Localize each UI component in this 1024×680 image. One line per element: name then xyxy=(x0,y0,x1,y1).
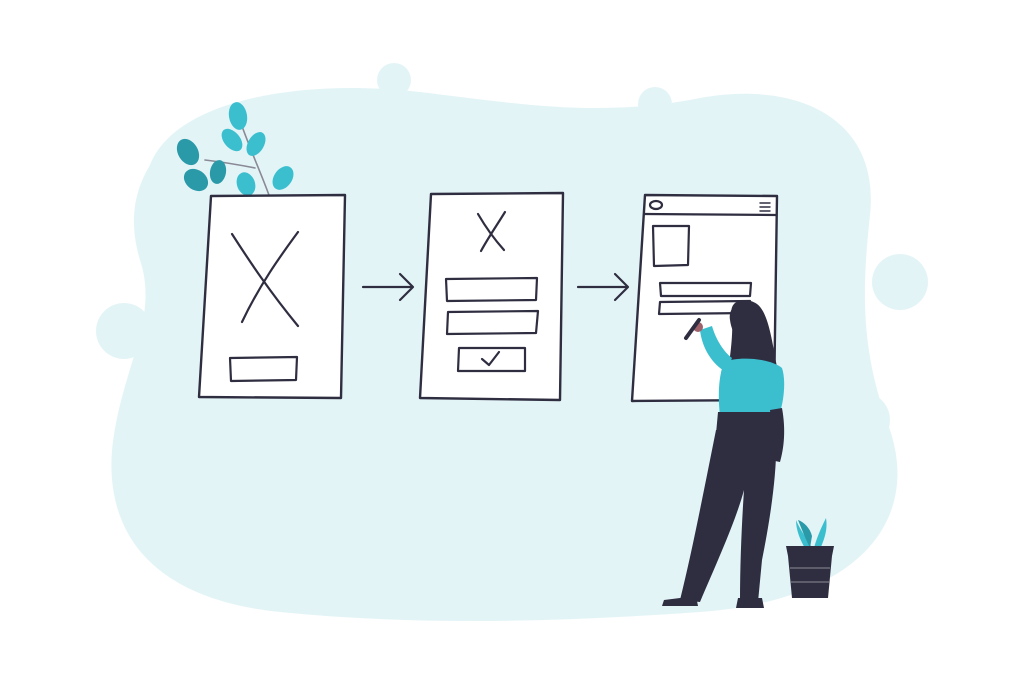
plant-icon xyxy=(176,102,294,199)
arrow-right-icon xyxy=(361,272,415,302)
potted-plant-icon xyxy=(786,518,834,598)
decor-circle xyxy=(821,340,855,374)
decor-circle xyxy=(834,392,890,448)
arrow-right-icon xyxy=(576,272,630,302)
decor-circle xyxy=(96,303,152,359)
check-icon xyxy=(480,350,501,367)
decor-circle xyxy=(872,254,928,310)
decor-circle xyxy=(638,87,672,121)
wireframe-sketch-icon xyxy=(197,193,347,400)
woman-drawing-icon xyxy=(662,300,785,608)
wireframe-refined-icon xyxy=(418,191,565,402)
decor-circle xyxy=(377,63,411,97)
